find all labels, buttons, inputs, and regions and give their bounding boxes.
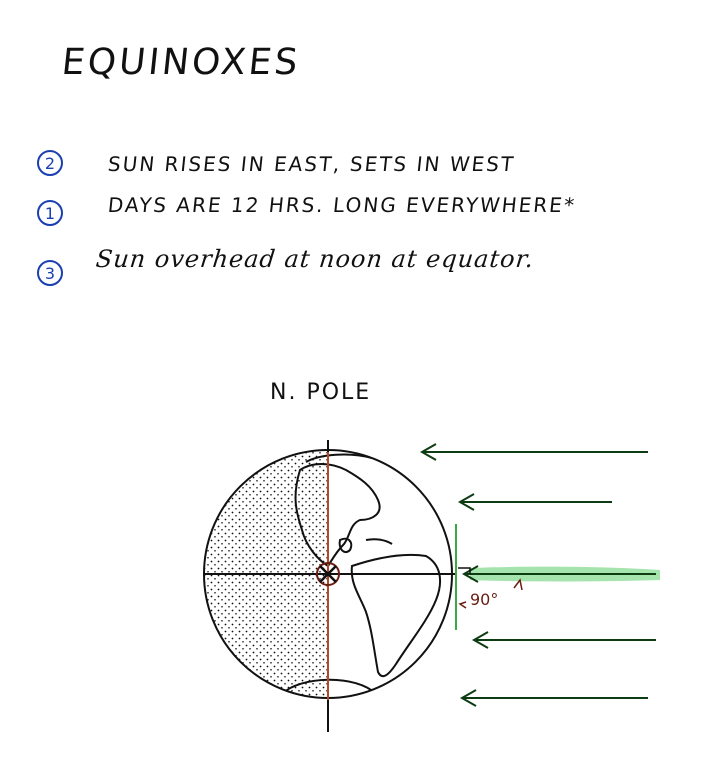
angle-label: 90°	[470, 590, 499, 609]
angle-annotation-arrows	[458, 578, 523, 609]
sun-ray-arrow	[457, 493, 612, 511]
sun-rays	[419, 443, 656, 707]
sun-ray-arrow	[471, 631, 656, 649]
fact-number-circle: 2	[37, 150, 63, 176]
fact-number-circle: 1	[37, 200, 63, 226]
fact-number-circle: 3	[37, 260, 63, 286]
sun-ray-arrow	[459, 689, 648, 707]
observer-marker	[316, 562, 340, 586]
sun-ray-arrow	[419, 443, 648, 461]
north-pole-label: N. POLE	[270, 380, 372, 405]
sun-ray-arrow	[461, 565, 656, 583]
right-angle-marker	[458, 567, 471, 574]
